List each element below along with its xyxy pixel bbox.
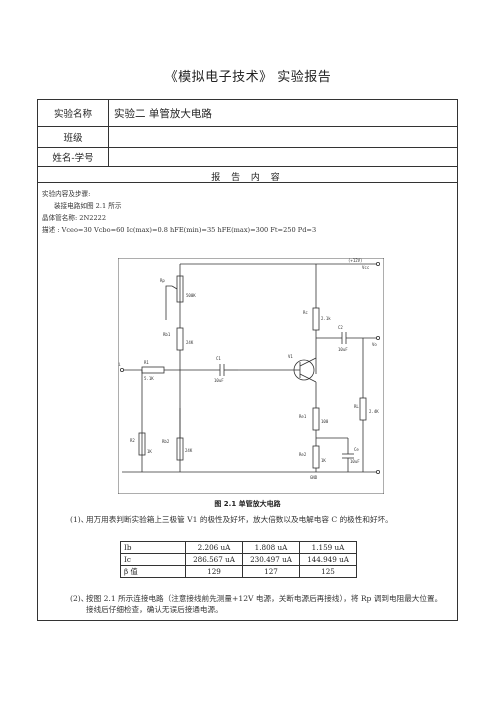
table-cell: 127	[242, 565, 300, 578]
table-cell: 1.159 uA	[299, 541, 357, 554]
rc-resistor	[312, 307, 320, 331]
label-re1: Re1	[299, 414, 307, 419]
figure-caption: 图 2.1 单管放大电路	[214, 500, 281, 508]
table-cell: 1.808 uA	[242, 541, 300, 554]
table-cell: β 值	[120, 565, 186, 578]
label-rp: Rp	[160, 278, 165, 283]
label-v1: V1	[288, 354, 293, 359]
table-cell: 129	[185, 565, 243, 578]
table-cell: 144.949 uA	[299, 553, 357, 566]
label-rc: Rc	[303, 310, 308, 315]
table-cell: Ib	[120, 541, 186, 554]
re2-resistor	[312, 445, 320, 469]
step-1: (1)、 用万用表判断实验箱上三极管 V1 的极性及好坏，放大倍数以及电解电容 …	[70, 514, 448, 525]
transistor-description: 描述 : Vceo=30 Vcbo=60 Ic(max)=0.8 hFE(min…	[42, 226, 317, 234]
name-id-row: 姓名-学号	[38, 148, 457, 167]
class-row: 班级	[38, 127, 457, 148]
label-rp-value: 500K	[186, 293, 196, 298]
label-ce: Ce	[354, 447, 359, 452]
report-heading: 报 告 内 容	[211, 173, 284, 183]
label-c2: C2	[338, 325, 343, 330]
r2-resistor	[138, 432, 146, 456]
label-rb2: Rb2	[162, 439, 170, 444]
table-row: β 值 129 127 125	[120, 565, 357, 578]
name-id-label: 姓名-学号	[38, 148, 109, 166]
label-re2: Re2	[299, 452, 307, 457]
label-c2-value: 10uF	[338, 347, 348, 352]
table-cell: 230.497 uA	[242, 553, 300, 566]
content-label: 实验内容及步骤:	[42, 190, 91, 198]
label-rb1: Rb1	[163, 332, 171, 337]
label-r2: R2	[130, 438, 135, 443]
table-row: Ib 2.206 uA 1.808 uA 1.159 uA	[120, 541, 357, 554]
label-rb1-value: 24K	[186, 340, 194, 345]
report-form: 实验名称 实验二 单管放大电路 班级 姓名-学号 报 告 内 容 实验内容及步骤…	[37, 99, 458, 621]
step-intro: 装接电路如图 2.1 所示	[54, 202, 122, 210]
label-re2-value: 1K	[321, 458, 326, 463]
r1-resistor	[141, 366, 165, 374]
label-vcc: Vcc	[362, 265, 370, 270]
step-2-index: (2)、	[70, 594, 89, 603]
label-rl: RL	[354, 404, 359, 409]
circuit-diagram: (+12V) Vcc Rp 500K Rc 2.1k Rb1 24K C2 10…	[118, 258, 384, 494]
re1-resistor	[312, 407, 320, 431]
step-1-index: (1)、	[70, 515, 89, 524]
table-cell: 286.567 uA	[185, 553, 243, 566]
label-gnd: GND	[310, 475, 318, 480]
label-vi: Vi	[118, 362, 121, 367]
table-row: Ic 286.567 uA 230.497 uA 144.949 uA	[120, 553, 357, 566]
label-rc-value: 2.1k	[321, 316, 331, 321]
label-ce-value: 10uF	[350, 459, 360, 464]
step-2: (2)、 按图 2.1 所示连接电路（注意接线前先测量+12V 电源，关断电源后…	[70, 593, 448, 615]
table-cell: Ic	[120, 553, 186, 566]
experiment-name-label: 实验名称	[38, 100, 109, 126]
step-2-text: 按图 2.1 所示连接电路（注意接线前先测量+12V 电源，关断电源后再接线），…	[86, 594, 443, 614]
label-rb2-value: 24K	[185, 448, 193, 453]
label-vo: Vo	[372, 342, 377, 347]
label-c1-value: 10uF	[214, 378, 224, 383]
transistor-label: 晶体管名称: 2N2222	[42, 214, 107, 222]
experiment-name-value: 实验二 单管放大电路	[114, 107, 212, 120]
page-title: 《模拟电子技术》 实验报告	[164, 70, 332, 85]
table-cell: 125	[299, 565, 357, 578]
experiment-name-row: 实验名称 实验二 单管放大电路	[38, 100, 457, 127]
label-re1-value: 100	[321, 419, 329, 424]
label-vcc-value: (+12V)	[348, 258, 362, 263]
circuit-frame	[118, 258, 384, 494]
heading-divider	[38, 167, 457, 183]
table-cell: 2.206 uA	[185, 541, 243, 554]
step-1-text: 用万用表判断实验箱上三极管 V1 的极性及好坏，放大倍数以及电解电容 C 的极性…	[86, 515, 393, 524]
label-c1: C1	[216, 356, 221, 361]
label-r2-value: 1K	[147, 449, 152, 454]
measurement-table: Ib 2.206 uA 1.808 uA 1.159 uA Ic 286.567…	[120, 541, 357, 578]
label-rl-value: 2.4K	[369, 409, 379, 414]
label-r1-value: 5.1K	[144, 376, 154, 381]
rl-resistor	[359, 397, 367, 421]
label-r1: R1	[144, 360, 149, 365]
class-label: 班级	[38, 127, 109, 147]
rb1-resistor	[176, 327, 184, 351]
